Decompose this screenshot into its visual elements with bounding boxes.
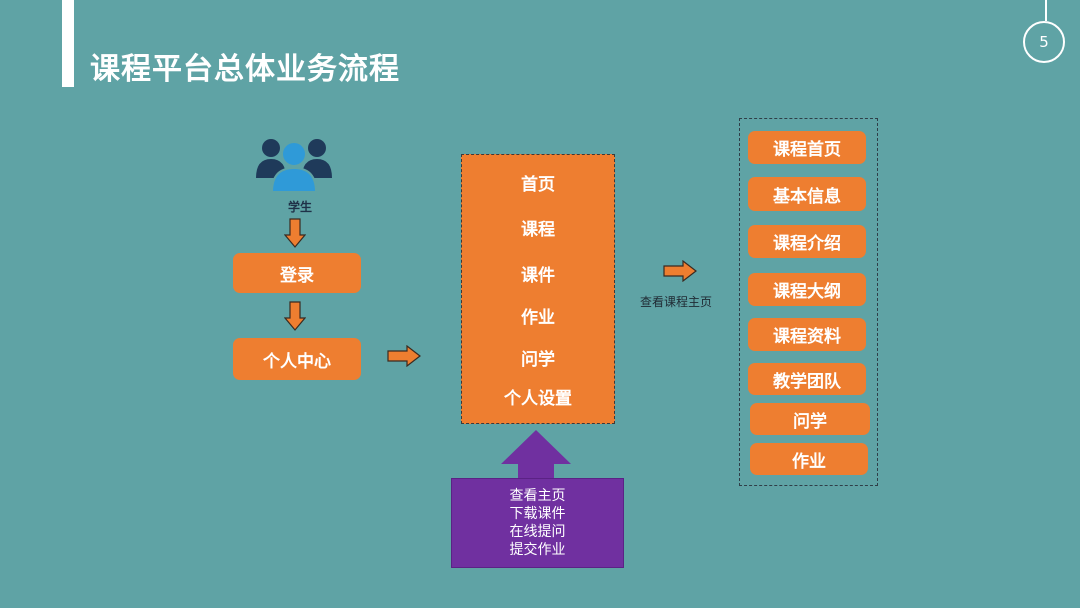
- item-label: 课程大纲: [773, 282, 841, 302]
- course-home-item: 课程大纲: [748, 273, 866, 306]
- course-home-frame: [739, 118, 878, 486]
- course-home-item: 课程首页: [748, 131, 866, 164]
- menu-item: 作业: [521, 308, 555, 328]
- personal-center-label: 个人中心: [263, 351, 331, 372]
- course-home-item: 课程介绍: [748, 225, 866, 258]
- course-home-item: 问学: [750, 403, 870, 435]
- arrow-down-icon: [283, 301, 307, 331]
- login-box: 登录: [233, 253, 361, 293]
- page-number-line: [1045, 0, 1047, 21]
- course-home-item: 课程资料: [748, 318, 866, 351]
- view-course-home-label: 查看课程主页: [640, 295, 713, 309]
- student-actions-box: 查看主页 下载课件 在线提问 提交作业: [451, 478, 624, 568]
- arrow-down-icon: [283, 218, 307, 248]
- action-line: 下载课件: [509, 506, 566, 522]
- course-home-item: 作业: [750, 443, 868, 475]
- course-home-item: 基本信息: [748, 177, 866, 211]
- item-label: 基本信息: [773, 186, 841, 207]
- slide-title: 课程平台总体业务流程: [90, 52, 400, 87]
- login-label: 登录: [280, 265, 314, 286]
- platform-menu-box: 首页 课程 课件 作业 问学 个人设置: [461, 154, 615, 424]
- page-number: 5: [1039, 33, 1049, 51]
- actor-label: 学生: [287, 200, 312, 214]
- action-line: 查看主页: [509, 488, 566, 504]
- item-label: 作业: [792, 451, 826, 472]
- item-label: 问学: [793, 411, 827, 432]
- menu-item: 首页: [521, 175, 555, 195]
- item-label: 课程资料: [773, 327, 841, 347]
- action-line: 提交作业: [509, 542, 566, 558]
- menu-item: 问学: [521, 350, 555, 370]
- menu-item: 个人设置: [504, 389, 572, 409]
- users-group-icon: [256, 134, 332, 194]
- item-label: 课程介绍: [773, 234, 841, 254]
- arrow-right-icon: [663, 259, 697, 283]
- action-line: 在线提问: [509, 524, 566, 540]
- personal-center-box: 个人中心: [233, 338, 361, 380]
- title-accent-bar: [62, 0, 74, 87]
- page-number-badge: 5: [1023, 21, 1065, 63]
- item-label: 教学团队: [773, 371, 841, 392]
- menu-item: 课程: [521, 220, 555, 240]
- course-home-item: 教学团队: [748, 363, 866, 395]
- arrow-up-icon: [501, 430, 571, 480]
- item-label: 课程首页: [773, 140, 841, 160]
- arrow-right-icon: [387, 344, 421, 368]
- menu-item: 课件: [521, 266, 555, 286]
